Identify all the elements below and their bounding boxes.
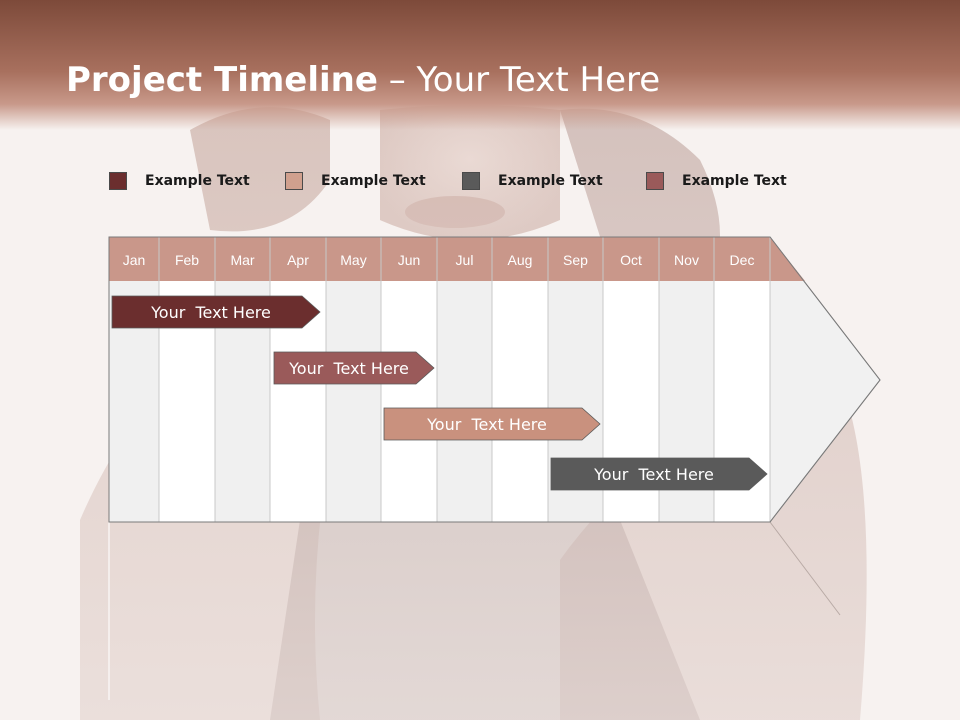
month-label: Oct [620, 252, 642, 268]
page-title: Project Timeline – Your Text Here [66, 60, 660, 100]
legend-item-3: Example Text [462, 170, 603, 192]
task-bar [550, 457, 768, 491]
month-column [381, 281, 437, 522]
task-label: Your Text Here [426, 415, 547, 434]
task-bar [383, 407, 601, 441]
title-rest: – Your Text Here [377, 60, 661, 100]
legend-swatch [462, 172, 480, 190]
month-label: Feb [175, 252, 199, 268]
month-label: Nov [674, 252, 699, 268]
month-label: Dec [730, 252, 755, 268]
month-column [492, 281, 548, 522]
month-label: Mar [230, 252, 254, 268]
month-column [326, 281, 381, 522]
legend-label: Example Text [498, 173, 603, 189]
task-label: Your Text Here [150, 303, 271, 322]
legend-label: Example Text [682, 173, 787, 189]
legend-label: Example Text [145, 173, 250, 189]
month-label: Jul [456, 252, 474, 268]
month-header-band [109, 237, 805, 281]
legend-item-2: Example Text [285, 170, 426, 192]
task-label: Your Text Here [288, 359, 409, 378]
month-label: Sep [563, 252, 588, 268]
legend-swatch [646, 172, 664, 190]
timeline-outline [108, 236, 881, 523]
month-label: Aug [508, 252, 533, 268]
task-bar [273, 351, 435, 385]
legend-swatch [109, 172, 127, 190]
month-label: Jun [398, 252, 421, 268]
legend-item-1: Example Text [109, 170, 250, 192]
title-bar [0, 0, 960, 130]
legend-label: Example Text [321, 173, 426, 189]
legend-item-4: Example Text [646, 170, 787, 192]
month-column [437, 281, 492, 522]
legend-swatch [285, 172, 303, 190]
task-label: Your Text Here [593, 465, 714, 484]
month-label: Jan [123, 252, 146, 268]
title-bold: Project Timeline [66, 60, 378, 100]
task-bar [111, 295, 321, 329]
month-label: Apr [287, 252, 309, 268]
reflection-line [769, 521, 841, 616]
month-label: May [340, 252, 366, 268]
